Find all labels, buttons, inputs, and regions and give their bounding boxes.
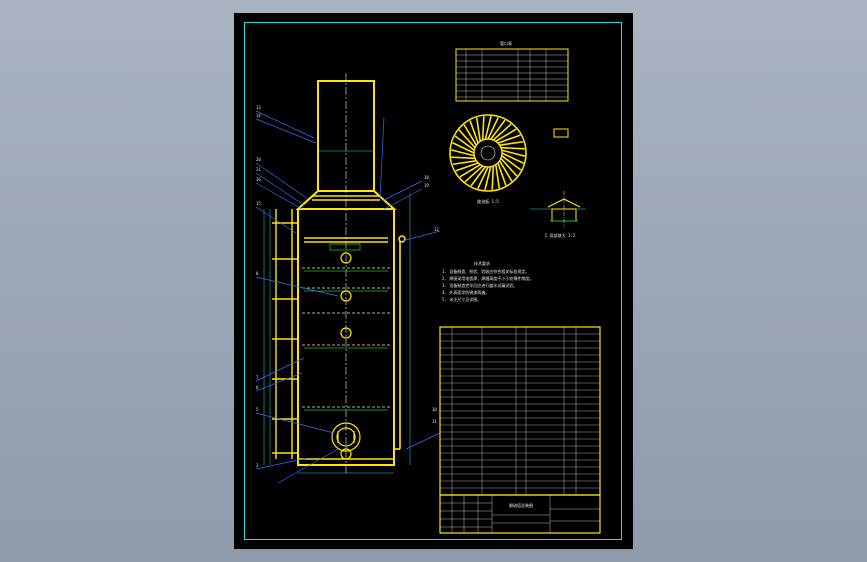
drawing-frame	[244, 22, 622, 540]
note-5: 5. 未注尺寸见详图。	[442, 296, 481, 302]
svg-text:18: 18	[424, 175, 429, 180]
svg-text:5: 5	[256, 407, 259, 412]
swirl-vane	[484, 166, 492, 191]
swirl-vane	[477, 166, 489, 189]
swirl-vane	[500, 146, 525, 150]
svg-text:11: 11	[432, 419, 437, 424]
leader-lines	[255, 110, 441, 484]
svg-text:6: 6	[256, 385, 259, 390]
svg-text:12: 12	[434, 227, 439, 232]
swirl-vane	[481, 116, 485, 141]
swirl-vane	[454, 135, 475, 151]
part-number-labels: 13 14 20 21 16 15 8 7 6 5 3 18 19 12 10 11	[256, 105, 439, 468]
swirl-vane	[501, 155, 522, 171]
svg-text:21: 21	[256, 167, 261, 172]
external-pipe	[394, 235, 406, 450]
note-3: 3. 设备制造完毕后应进行盛水试漏试验。	[442, 282, 517, 288]
dimension-lines	[263, 150, 411, 474]
swirl-vane	[452, 142, 475, 154]
swirl-vane	[458, 129, 476, 149]
swirl-vane	[501, 149, 526, 157]
swirl-plate-label: 旋流板 1:5	[477, 198, 499, 204]
swirl-vane	[470, 166, 486, 187]
svg-text:8: 8	[256, 271, 259, 276]
note-4: 4. 外表面涂防锈漆两遍。	[442, 289, 489, 295]
swirl-vane	[498, 160, 513, 182]
swirl-vane	[463, 124, 478, 146]
svg-text:10: 10	[432, 407, 437, 412]
notes-heading: 技术要求	[474, 260, 490, 266]
swirl-vane	[475, 117, 482, 142]
swirl-vane	[497, 134, 521, 144]
swirl-vane	[464, 165, 484, 183]
svg-text:13: 13	[256, 105, 261, 110]
swirl-vane	[495, 128, 517, 143]
svg-text:16: 16	[256, 177, 261, 182]
swirl-vane	[494, 164, 501, 189]
swirl-vane	[497, 162, 507, 186]
swirl-vane	[484, 115, 492, 140]
svg-text:15: 15	[256, 201, 261, 206]
swirl-vane	[492, 123, 512, 141]
swirl-plate-detail	[449, 114, 527, 192]
svg-text:3: 3	[256, 463, 259, 468]
title-block-name: 脱硫塔总装图	[509, 502, 533, 508]
swirl-vane	[487, 117, 499, 140]
swirl-vane	[452, 159, 477, 166]
local-detail	[530, 191, 586, 227]
note-2: 2. 焊接采用电弧焊，焊缝高度不小于较薄件厚度。	[442, 275, 533, 281]
title-block	[439, 494, 601, 534]
swirl-vane	[490, 119, 506, 140]
swirl-vane	[455, 162, 479, 172]
ladder	[272, 209, 298, 459]
nozzle-table-title: 管口表	[500, 40, 512, 46]
swirl-vane	[450, 149, 475, 157]
cad-drawing: 13 14 20 21 16 15 8 7 6 5 3 18 19 12 10 11	[255, 40, 601, 534]
nozzles	[331, 252, 361, 460]
swirl-vane	[491, 165, 495, 190]
swirl-vane	[469, 120, 479, 144]
parts-list	[439, 326, 601, 496]
nozzle-table	[455, 48, 569, 102]
drawing-sheet: 13 14 20 21 16 15 8 7 6 5 3 18 19 12 10 11	[234, 13, 633, 549]
swirl-vane	[501, 152, 524, 164]
svg-text:7: 7	[256, 375, 259, 380]
swirl-vane	[499, 140, 524, 147]
swirl-vane	[500, 157, 518, 177]
swirl-vane	[459, 163, 481, 178]
local-detail-label: I 局部放大 1:2	[545, 232, 576, 238]
roughness-symbol	[553, 128, 569, 138]
swirl-vane	[451, 156, 476, 160]
note-1: 1. 设备制造、检验、验收应符合相关标准规定。	[442, 268, 529, 274]
svg-text:20: 20	[256, 157, 261, 162]
svg-text:19: 19	[424, 183, 429, 188]
svg-text:14: 14	[256, 113, 261, 118]
